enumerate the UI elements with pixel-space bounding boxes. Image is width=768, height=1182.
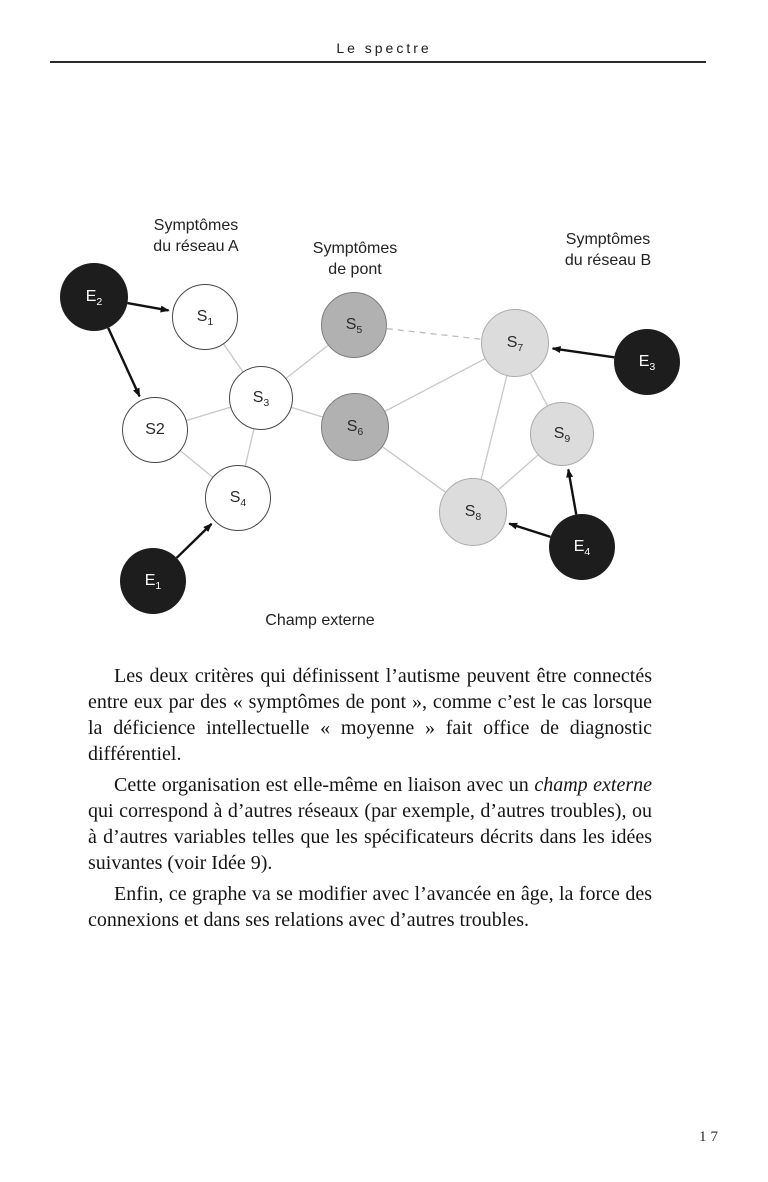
body-text: Les deux critères qui définissent l’auti… (88, 663, 652, 933)
node-label: S4 (229, 489, 247, 510)
arrow-E4-S9 (566, 468, 578, 515)
node-S4: S4 (205, 465, 271, 531)
paragraph-2: Cette organisation est elle-même en liai… (88, 772, 652, 876)
node-S5: S5 (321, 292, 387, 358)
node-S3: S3 (229, 366, 293, 430)
node-S7: S7 (481, 309, 549, 377)
node-E4: E4 (549, 514, 615, 580)
label-bridge-symptoms: Symptômes de pont (312, 240, 398, 279)
arrow-E1-S4 (175, 522, 213, 559)
node-label: E1 (144, 572, 162, 593)
arrow-E2-S1 (127, 301, 170, 313)
node-label: S1 (196, 308, 214, 329)
node-S9: S9 (530, 402, 594, 466)
paragraph-1: Les deux critères qui définissent l’auti… (88, 663, 652, 767)
node-label: E3 (638, 353, 656, 374)
network-diagram: Symptômes du réseau A Symptômes de pont … (60, 217, 680, 629)
paragraph-3: Enfin, ce graphe va se modifier avec l’a… (88, 881, 652, 933)
node-label: S8 (464, 503, 482, 524)
node-S6: S6 (321, 393, 389, 461)
label-network-b: Symptômes du réseau B (564, 231, 652, 270)
node-label: E2 (85, 288, 103, 309)
arrow-E2-S2 (107, 327, 141, 398)
paragraph-2-italic: champ externe (534, 774, 652, 796)
node-E3: E3 (614, 329, 680, 395)
paragraph-3-text: Enfin, ce graphe va se modifier avec l’a… (88, 883, 652, 931)
running-head: Le spectre (336, 40, 432, 56)
paragraph-1-text: Les deux critères qui définissent l’auti… (88, 665, 652, 765)
node-S1: S1 (172, 284, 238, 350)
arrow-E4-S8 (508, 522, 551, 539)
node-label: S6 (346, 418, 364, 439)
arrow-E3-S7 (551, 346, 615, 359)
node-label: S3 (252, 389, 270, 410)
node-label: S9 (553, 425, 571, 446)
node-S2: S2 (122, 397, 188, 463)
node-label: E4 (573, 538, 591, 559)
header-rule (50, 61, 706, 63)
node-E1: E1 (120, 548, 186, 614)
paragraph-2-before: Cette organisation est elle-même en liai… (114, 774, 535, 796)
node-S8: S8 (439, 478, 507, 546)
label-network-a: Symptômes du réseau A (153, 217, 239, 256)
label-external-field: Champ externe (265, 612, 375, 629)
node-label: S5 (345, 316, 363, 337)
paragraph-2-after: qui correspond à d’autres réseaux (par e… (88, 800, 652, 874)
arrow-layer (107, 301, 615, 559)
node-label: S2 (145, 421, 165, 438)
page-number: 17 (699, 1129, 722, 1145)
node-label: S7 (506, 334, 524, 355)
node-E2: E2 (60, 263, 128, 331)
